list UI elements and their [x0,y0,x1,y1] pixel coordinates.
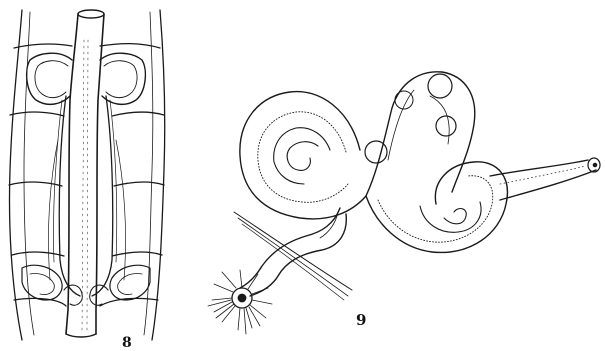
figure-8-number: 8 [122,336,132,350]
figure-9-drawing [208,72,600,334]
figure-9-number: 9 [356,313,366,328]
figure-8-drawing [9,10,165,340]
